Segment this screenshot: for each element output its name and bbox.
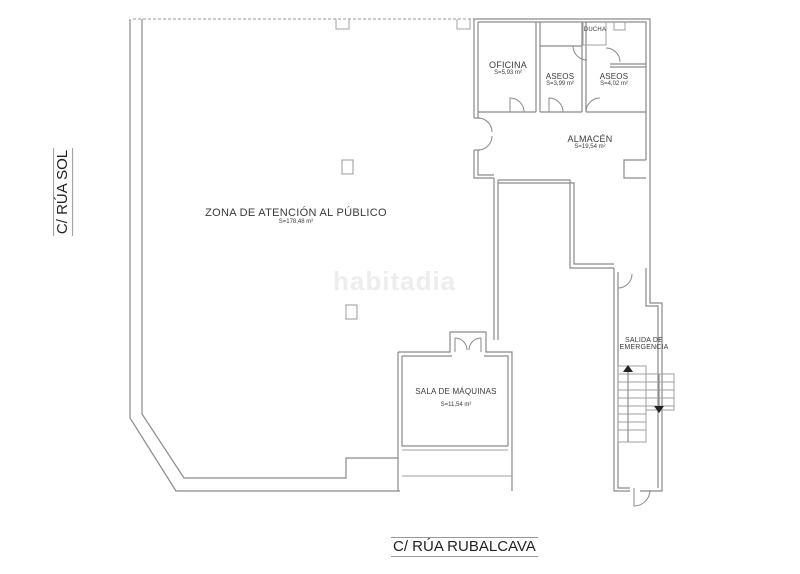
room-aseos-2: ASEOS S=4,02 m² — [592, 72, 636, 87]
hall-outer-wall — [129, 19, 400, 492]
corridor-left-wall — [493, 178, 499, 340]
room-name-line1: SALIDA DE — [625, 337, 663, 344]
room-aseos-1: ASEOS S=3,99 m² — [540, 72, 580, 87]
stairs — [617, 365, 675, 443]
office-door — [509, 97, 525, 113]
street-label-bottom: C/ RÚA RUBALCAVA — [391, 537, 538, 557]
room-name: DUCHA — [583, 27, 607, 33]
machine-room-top-wall — [398, 331, 513, 491]
ducha-nook — [613, 22, 626, 31]
pillar-top-1 — [335, 19, 350, 30]
pillar-top-2 — [456, 19, 471, 30]
hall-inner-wall — [141, 19, 398, 479]
column-1 — [341, 159, 354, 175]
exit-upper-door — [617, 273, 633, 289]
street-label-left: C/ RÚA SOL — [53, 147, 74, 237]
aseos-2-door — [585, 97, 601, 113]
room-name-line2: EMERGENCIA — [619, 344, 669, 351]
room-area: S=11,54 m² — [440, 402, 472, 408]
almacen-right-step — [623, 159, 646, 179]
ducha-box — [582, 22, 607, 46]
office-right-wall — [478, 22, 541, 113]
column-2 — [345, 304, 358, 320]
services-outer-wall — [474, 18, 651, 268]
exit-right-wall — [640, 268, 663, 492]
aseos-1-walls — [540, 46, 587, 113]
aseos-2-partition — [610, 63, 646, 68]
almacen-double-door — [477, 117, 493, 151]
room-name: ALMACÉN — [567, 134, 613, 144]
room-area: S=3,99 m² — [546, 81, 574, 87]
machine-room-door — [454, 337, 482, 352]
room-name: SALA DE MÁQUINAS — [415, 387, 497, 396]
services-inner-wall — [478, 21, 647, 160]
room-area: S=19,54 m² — [574, 144, 606, 150]
room-zona-atencion: ZONA DE ATENCIÓN AL PÚBLICO S=178,48 m² — [196, 207, 396, 225]
almacen-left-wall — [473, 150, 494, 179]
exit-lower-door — [633, 488, 651, 507]
room-ducha: DUCHA — [583, 27, 607, 33]
room-name: ASEOS — [599, 72, 629, 81]
machine-room-inner-wall — [402, 355, 509, 446]
room-area: S=4,02 m² — [600, 81, 628, 87]
watermark: habitadia — [333, 266, 457, 296]
room-area: S=178,48 m² — [278, 219, 314, 225]
aseos-1-door — [548, 97, 564, 113]
machine-room-side-wall — [397, 352, 508, 491]
ducha-door — [605, 47, 621, 63]
room-name: OFICINA — [489, 60, 527, 70]
exit-left-wall — [613, 268, 630, 492]
aseos-1-top-wall — [540, 22, 587, 47]
corridor-right-wall — [498, 179, 614, 269]
room-salida-emergencia: SALIDA DE EMERGENCIA — [614, 337, 674, 351]
room-area: S=5,93 m² — [494, 70, 522, 76]
room-name: ASEOS — [545, 72, 575, 81]
office-left-wall — [473, 19, 479, 118]
room-almacen: ALMACÉN S=19,54 m² — [560, 134, 620, 150]
room-sala-maquinas: SALA DE MÁQUINAS S=11,54 m² — [410, 387, 502, 408]
room-oficina: OFICINA S=5,93 m² — [482, 60, 534, 76]
aseos-1-inner-door — [572, 45, 588, 61]
room-name: ZONA DE ATENCIÓN AL PÚBLICO — [205, 207, 387, 219]
